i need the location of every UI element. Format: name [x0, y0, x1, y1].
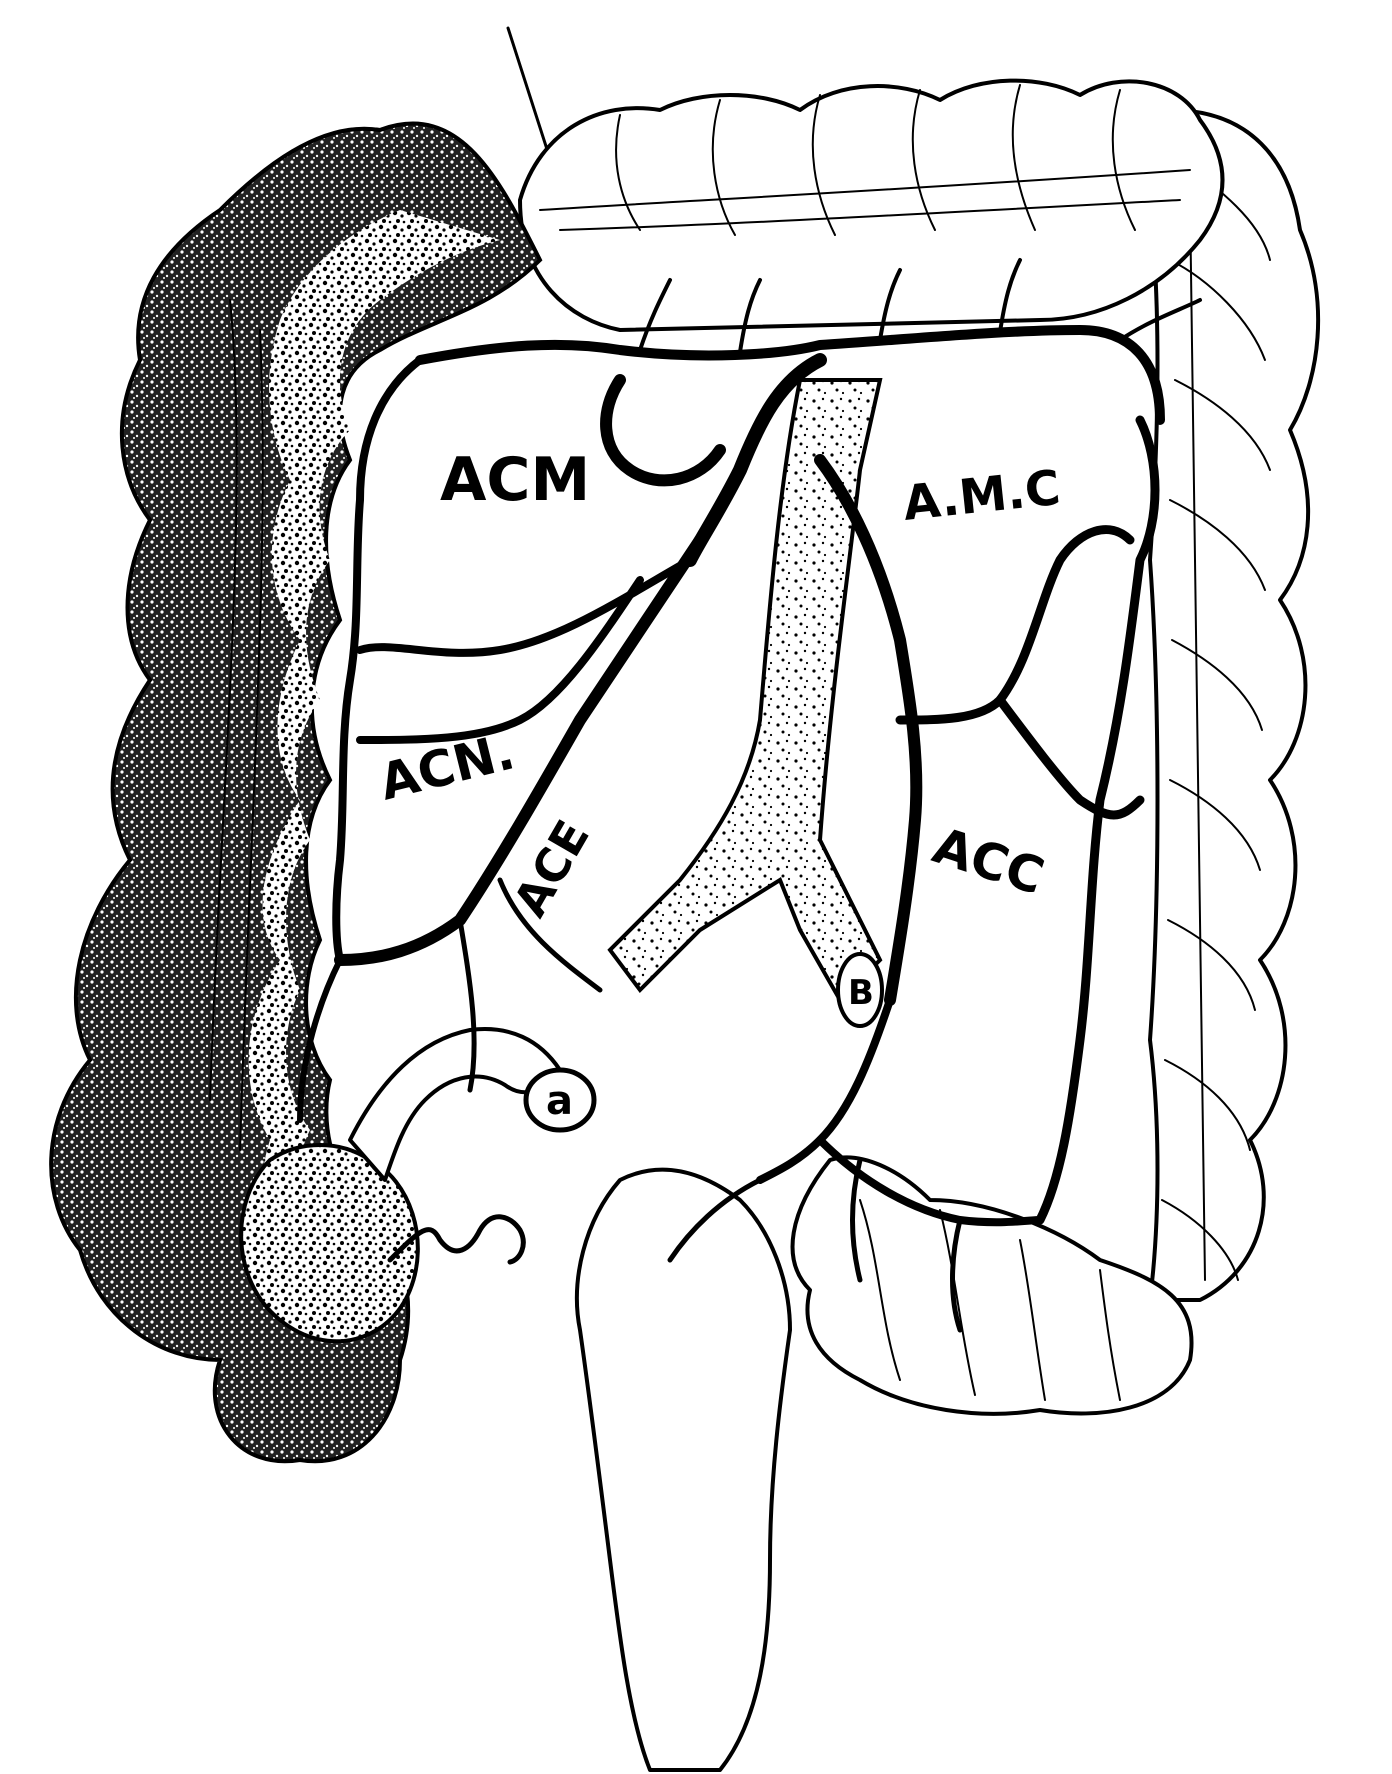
label-a: a	[546, 1078, 573, 1124]
label-acc: ACC	[926, 816, 1051, 906]
label-b: B	[848, 973, 874, 1013]
rectum	[577, 1170, 790, 1770]
label-amc: A.M.C	[900, 460, 1062, 532]
descending-colon	[1150, 110, 1318, 1300]
transverse-colon	[520, 81, 1223, 330]
label-acm: ACM	[440, 445, 590, 515]
